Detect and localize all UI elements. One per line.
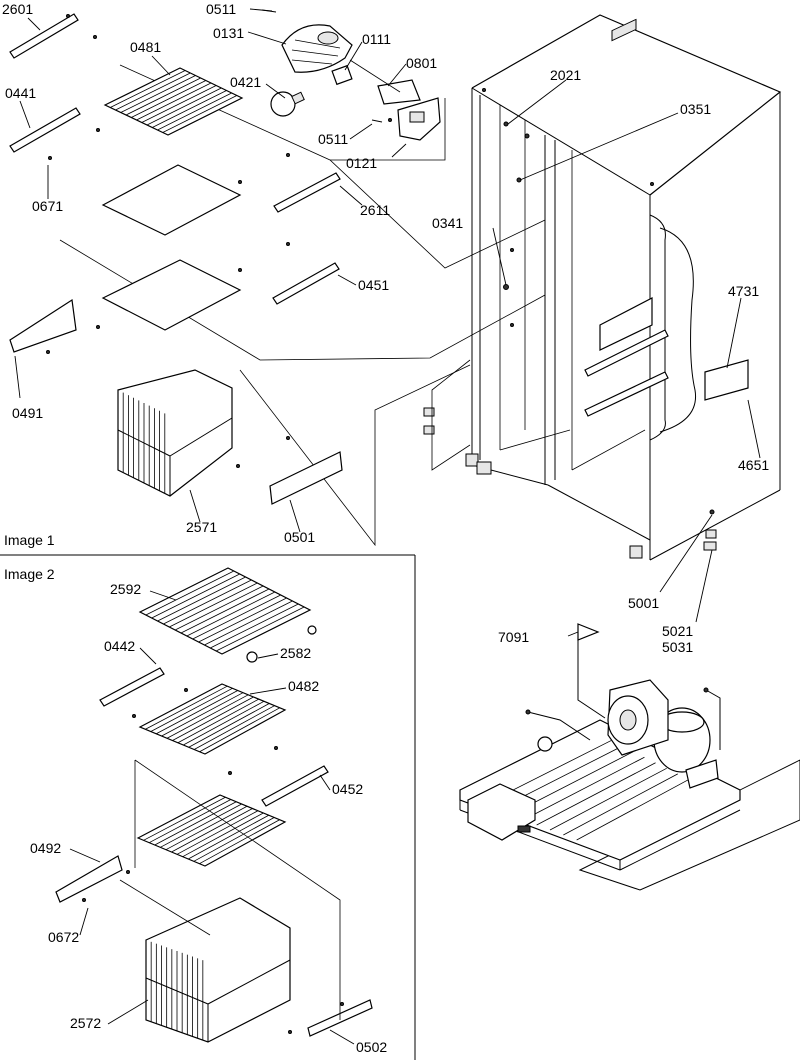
part-label-0511-mid: 0511 — [318, 131, 348, 147]
basket-rail-part-0492 — [55, 855, 130, 903]
wire-shelf-part-2592 — [138, 567, 312, 655]
image2-assembly-lines — [119, 759, 341, 1020]
shelf-rail-part-0441 — [9, 107, 100, 160]
image1-section-label: Image 1 — [4, 532, 55, 548]
wire-shelf-middle — [101, 164, 242, 236]
wire-shelf-part-0482 — [138, 683, 287, 755]
part-label-0121: 0121 — [346, 155, 377, 171]
machine-compartment-assembly — [459, 623, 800, 891]
part-label-0481: 0481 — [130, 39, 161, 55]
part-label-0502: 0502 — [356, 1039, 387, 1055]
part-label-0111: 0111 — [362, 31, 391, 47]
part-label-2611: 2611 — [360, 202, 390, 218]
image2-frame — [0, 554, 416, 1060]
basket-rail-part-0501 — [236, 436, 343, 505]
part-label-0501: 0501 — [284, 529, 315, 545]
shelf-rail-part-0451 — [238, 242, 340, 305]
part-label-2592: 2592 — [110, 581, 141, 597]
shelf-rail-part-0452 — [228, 746, 329, 807]
part-label-2021: 2021 — [550, 67, 581, 83]
wire-basket-part-2571 — [117, 369, 233, 497]
part-label-0492: 0492 — [30, 840, 61, 856]
part-label-2572: 2572 — [70, 1015, 101, 1031]
part-label-0351: 0351 — [680, 101, 711, 117]
fan-evaporator-assembly — [261, 9, 441, 141]
part-label-0421: 0421 — [230, 74, 261, 90]
wire-basket-part-2572 — [145, 897, 291, 1043]
screws-part-5001-5021 — [703, 509, 717, 551]
cabinet-leader-lines — [492, 79, 761, 623]
part-label-0452: 0452 — [332, 781, 363, 797]
part-label-0672: 0672 — [48, 929, 79, 945]
shelf-rail-part-0442 — [99, 667, 188, 718]
shelf-rail-part-2601 — [9, 13, 97, 59]
part-label-2601: 2601 — [2, 1, 33, 17]
part-label-5001: 5001 — [628, 595, 659, 611]
part-label-0511-top: 0511 — [206, 1, 236, 17]
part-label-5021: 5021 — [662, 623, 693, 639]
light-cover-part-4731 — [704, 359, 749, 401]
part-label-0442: 0442 — [104, 638, 135, 654]
left-leader-lines — [14, 8, 407, 1045]
part-label-4731: 4731 — [728, 283, 759, 299]
shelf-rail-part-2611 — [238, 153, 341, 213]
glide-part-2582 — [246, 625, 317, 663]
part-label-0482: 0482 — [288, 678, 319, 694]
part-label-0491: 0491 — [12, 405, 43, 421]
part-label-0671: 0671 — [32, 198, 63, 214]
part-label-0441: 0441 — [5, 85, 36, 101]
part-label-5031: 5031 — [662, 639, 693, 655]
part-label-7091: 7091 — [498, 629, 529, 645]
part-label-0131: 0131 — [213, 25, 244, 41]
shelf-rail-part-0491 — [9, 298, 100, 354]
wire-shelf-image2-lower — [136, 794, 287, 867]
part-label-0451: 0451 — [358, 277, 389, 293]
part-label-2582: 2582 — [280, 645, 311, 661]
wire-shelf-lower — [101, 259, 242, 331]
part-label-0341: 0341 — [432, 215, 463, 231]
wire-shelf-part-0481 — [103, 67, 244, 136]
part-label-0801: 0801 — [406, 55, 437, 71]
part-label-4651: 4651 — [738, 457, 769, 473]
refrigerator-cabinet — [423, 14, 782, 561]
part-label-2571: 2571 — [186, 519, 217, 535]
image2-section-label: Image 2 — [4, 566, 55, 582]
